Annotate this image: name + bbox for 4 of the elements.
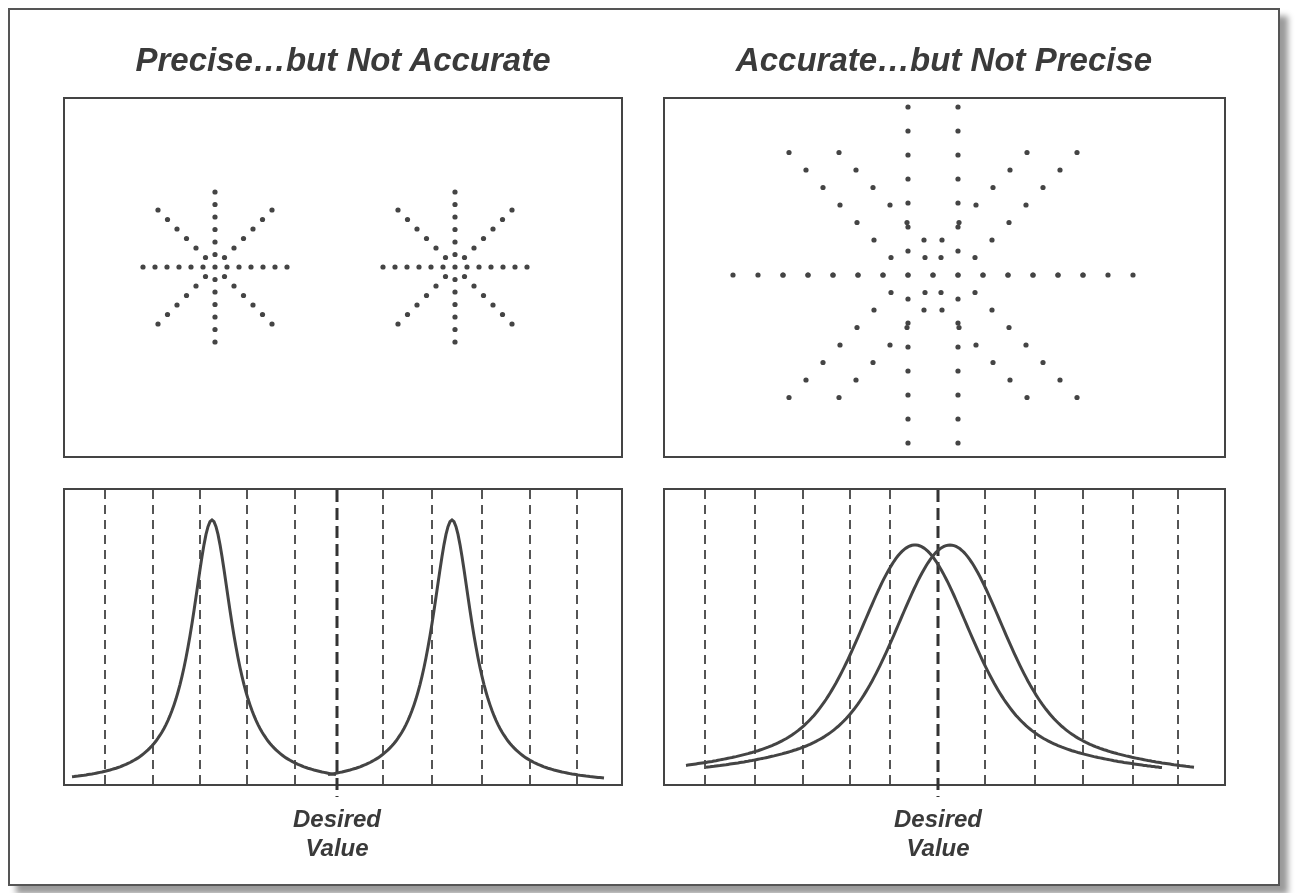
axis-label: Desired Value: [291, 805, 383, 863]
axis-label: Desired Value: [892, 805, 984, 863]
panel-heading: Precise…but Not Accurate: [134, 40, 552, 80]
panel-heading: Accurate…but Not Precise: [734, 40, 1154, 80]
